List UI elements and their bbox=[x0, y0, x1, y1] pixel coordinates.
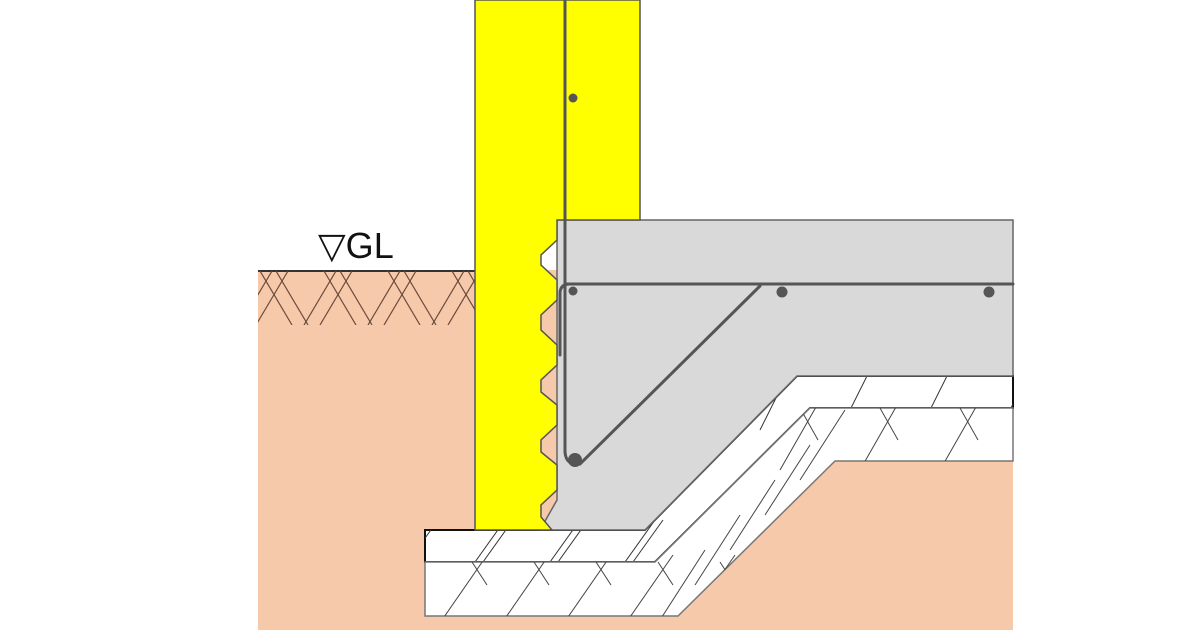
hatch-line bbox=[303, 271, 337, 325]
hatch-line bbox=[503, 554, 550, 616]
hatch-line bbox=[258, 271, 273, 296]
hatch-line bbox=[339, 271, 373, 325]
rebar-dot bbox=[568, 286, 578, 296]
hatch-line bbox=[431, 271, 465, 325]
hatch-line bbox=[657, 561, 674, 586]
hatch-line bbox=[275, 271, 309, 325]
hatch-line bbox=[595, 561, 612, 586]
hatch-line bbox=[1040, 408, 1058, 440]
topsoil-hatching bbox=[258, 271, 475, 325]
hatch-line bbox=[859, 408, 901, 471]
hatch-line bbox=[387, 271, 421, 325]
hatch-line bbox=[471, 561, 488, 586]
hatch-line bbox=[764, 444, 811, 516]
hatch-line bbox=[565, 554, 612, 616]
hatch-line bbox=[1080, 370, 1110, 430]
hatch-line bbox=[403, 271, 437, 325]
hatch-line bbox=[259, 271, 293, 325]
hatch-line bbox=[1092, 562, 1107, 585]
hatch-line bbox=[632, 519, 664, 562]
hatch-line bbox=[959, 408, 979, 441]
hatch-line bbox=[627, 554, 674, 616]
hatch-line bbox=[451, 271, 475, 311]
hatch-line bbox=[533, 561, 550, 586]
hatch-line bbox=[694, 514, 741, 586]
hatch-line bbox=[367, 271, 401, 325]
hatch-line bbox=[879, 408, 899, 441]
hatch-line bbox=[1020, 400, 1060, 470]
hatch-line bbox=[1075, 520, 1105, 562]
hatch-line bbox=[779, 408, 821, 471]
retaining-wall bbox=[474, 0, 641, 531]
hatch-line bbox=[441, 554, 488, 616]
hatch-line bbox=[1083, 520, 1113, 562]
hatch-line bbox=[319, 271, 353, 325]
hatch-line bbox=[659, 549, 706, 616]
hatch-line bbox=[1062, 555, 1107, 620]
hatch-line bbox=[799, 409, 846, 481]
rebar-dot bbox=[568, 93, 578, 103]
hook-rebar bbox=[558, 282, 572, 357]
hatch-line bbox=[323, 271, 357, 325]
rebar-dot bbox=[568, 453, 582, 467]
rebar-dot bbox=[776, 286, 788, 298]
hatch-line bbox=[258, 271, 289, 323]
hatch-line bbox=[729, 479, 776, 551]
hatch-line bbox=[467, 271, 475, 284]
hatch-line bbox=[939, 408, 981, 471]
concrete-slab bbox=[538, 219, 1014, 531]
hatch-line bbox=[624, 519, 656, 562]
hatch-line bbox=[383, 271, 417, 325]
hatch-line bbox=[1030, 562, 1045, 585]
ground-level-label: ▽GL bbox=[318, 225, 394, 266]
rebar-dot bbox=[983, 286, 995, 298]
